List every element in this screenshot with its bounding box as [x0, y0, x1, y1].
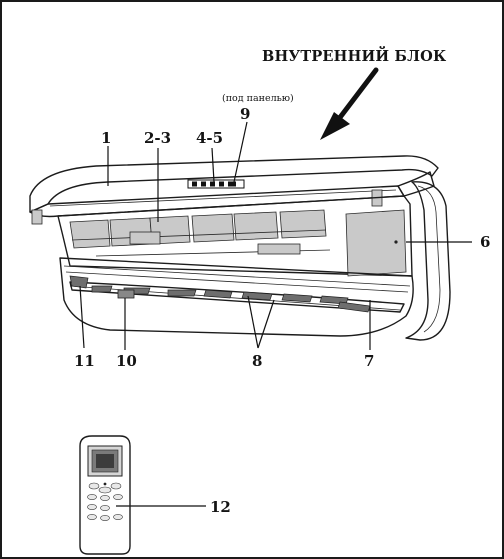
arrow-icon: [320, 67, 379, 140]
vertical-blades: [91, 285, 371, 313]
indicator-strip: [187, 179, 245, 189]
under-panel-note: (под панелью): [222, 93, 294, 104]
label-electronics-cover: 6: [480, 233, 490, 251]
electronics-cover: [345, 209, 407, 277]
emergency-button: [117, 289, 135, 299]
air-filters: [69, 209, 331, 257]
diagram-title: ВНУТРЕННИЙ БЛОК: [262, 46, 447, 65]
air-outlet-edge: [69, 275, 89, 289]
label-receiver: 9: [240, 105, 250, 123]
label-blades: 8: [252, 352, 262, 370]
label-louver: 7: [364, 352, 374, 370]
label-filters: 2-3: [144, 129, 171, 147]
label-button: 10: [116, 352, 137, 370]
remote-control: [79, 435, 131, 555]
indoor-unit: [29, 155, 451, 341]
label-indicators: 4-5: [196, 129, 223, 147]
label-front-panel: 1: [101, 129, 111, 147]
label-remote: 12: [210, 498, 231, 516]
label-outlet: 11: [74, 352, 95, 370]
